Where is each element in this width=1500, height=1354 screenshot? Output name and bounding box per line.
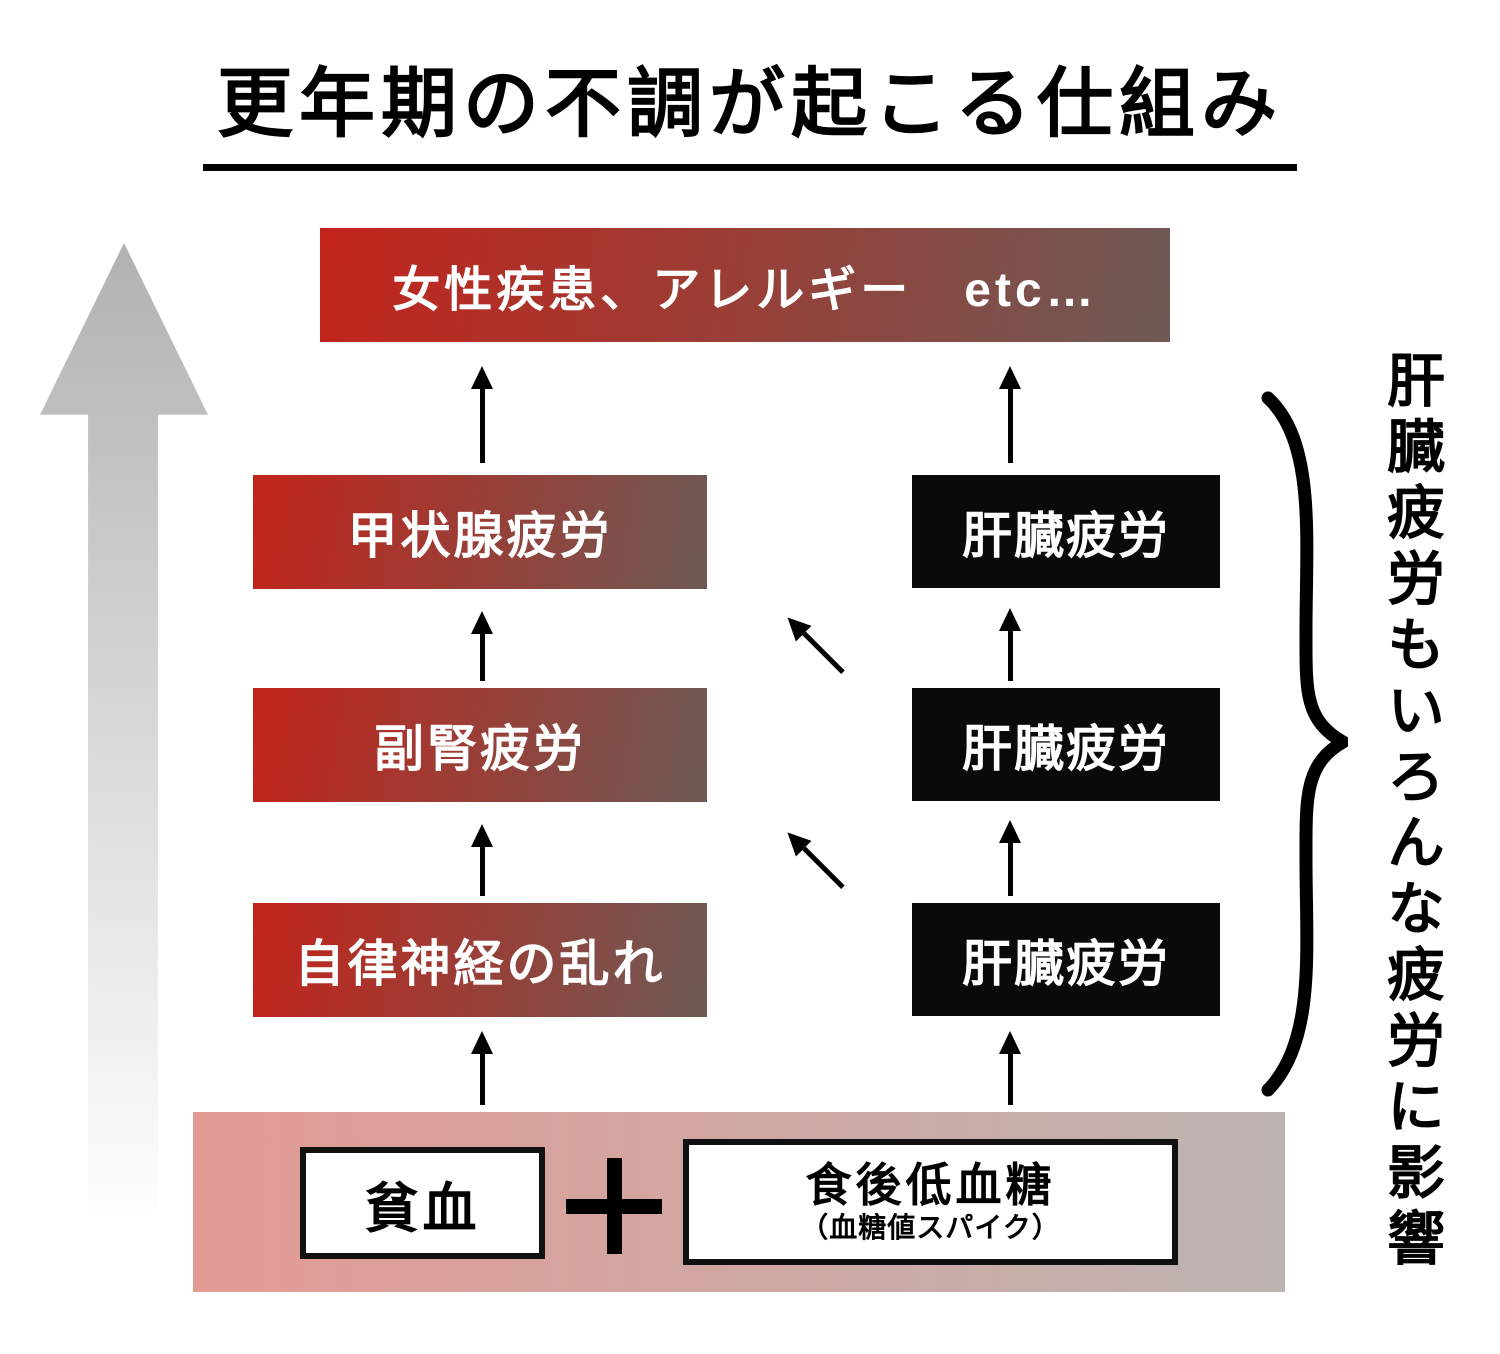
autonomic-nerve-label: 自律神経の乱れ — [294, 936, 666, 992]
liver-fatigue-box-1: 肝臓疲労 — [912, 475, 1220, 588]
thyroid-fatigue-label: 甲状腺疲労 — [347, 508, 613, 564]
liver-note-vertical-text: 肝臓疲労もいろんな疲労に影響 — [1378, 350, 1443, 1274]
up-arrow-icon — [470, 824, 494, 896]
curly-brace-icon — [1261, 391, 1348, 1097]
up-arrow-icon — [470, 611, 494, 681]
postprandial-hypoglycemia-box: 食後低血糖 （血糖値スパイク） — [683, 1139, 1178, 1265]
liver-fatigue-label-1: 肝臓疲労 — [962, 507, 1170, 564]
up-arrow-icon — [470, 1031, 494, 1105]
up-arrow-icon — [998, 608, 1022, 681]
plus-sign-text: ＋ — [566, 1158, 567, 1159]
hypoglycemia-sub-label: （血糖値スパイク） — [800, 1211, 1061, 1243]
autonomic-nerve-box: 自律神経の乱れ — [253, 903, 707, 1017]
liver-fatigue-label-2: 肝臓疲労 — [962, 720, 1170, 777]
anemia-label: 貧血 — [364, 1178, 481, 1239]
adrenal-fatigue-box: 副腎疲労 — [253, 688, 707, 802]
result-box: 女性疾患、アレルギー etc… — [320, 228, 1170, 342]
liver-fatigue-box-2: 肝臓疲労 — [912, 688, 1220, 801]
adrenal-fatigue-label: 副腎疲労 — [374, 721, 586, 777]
diagonal-up-left-arrow-icon — [779, 609, 851, 681]
diagonal-up-left-arrow-icon — [779, 824, 851, 896]
up-arrow-icon — [998, 820, 1022, 896]
liver-fatigue-label-3: 肝臓疲労 — [962, 935, 1170, 992]
up-arrow-icon — [470, 366, 494, 463]
liver-fatigue-box-3: 肝臓疲労 — [912, 903, 1220, 1016]
result-box-label: 女性疾患、アレルギー etc… — [392, 264, 1098, 317]
big-up-arrow-icon — [40, 243, 208, 1230]
hypoglycemia-label: 食後低血糖 — [805, 1158, 1056, 1211]
page-title: 更年期の不調が起こる仕組み — [203, 42, 1297, 171]
anemia-box: 貧血 — [300, 1147, 545, 1259]
plus-icon: ＋ — [566, 1158, 662, 1254]
title-row: 更年期の不調が起こる仕組み — [0, 42, 1500, 171]
up-arrow-icon — [998, 366, 1022, 463]
thyroid-fatigue-box: 甲状腺疲労 — [253, 475, 707, 589]
up-arrow-icon — [998, 1031, 1022, 1105]
